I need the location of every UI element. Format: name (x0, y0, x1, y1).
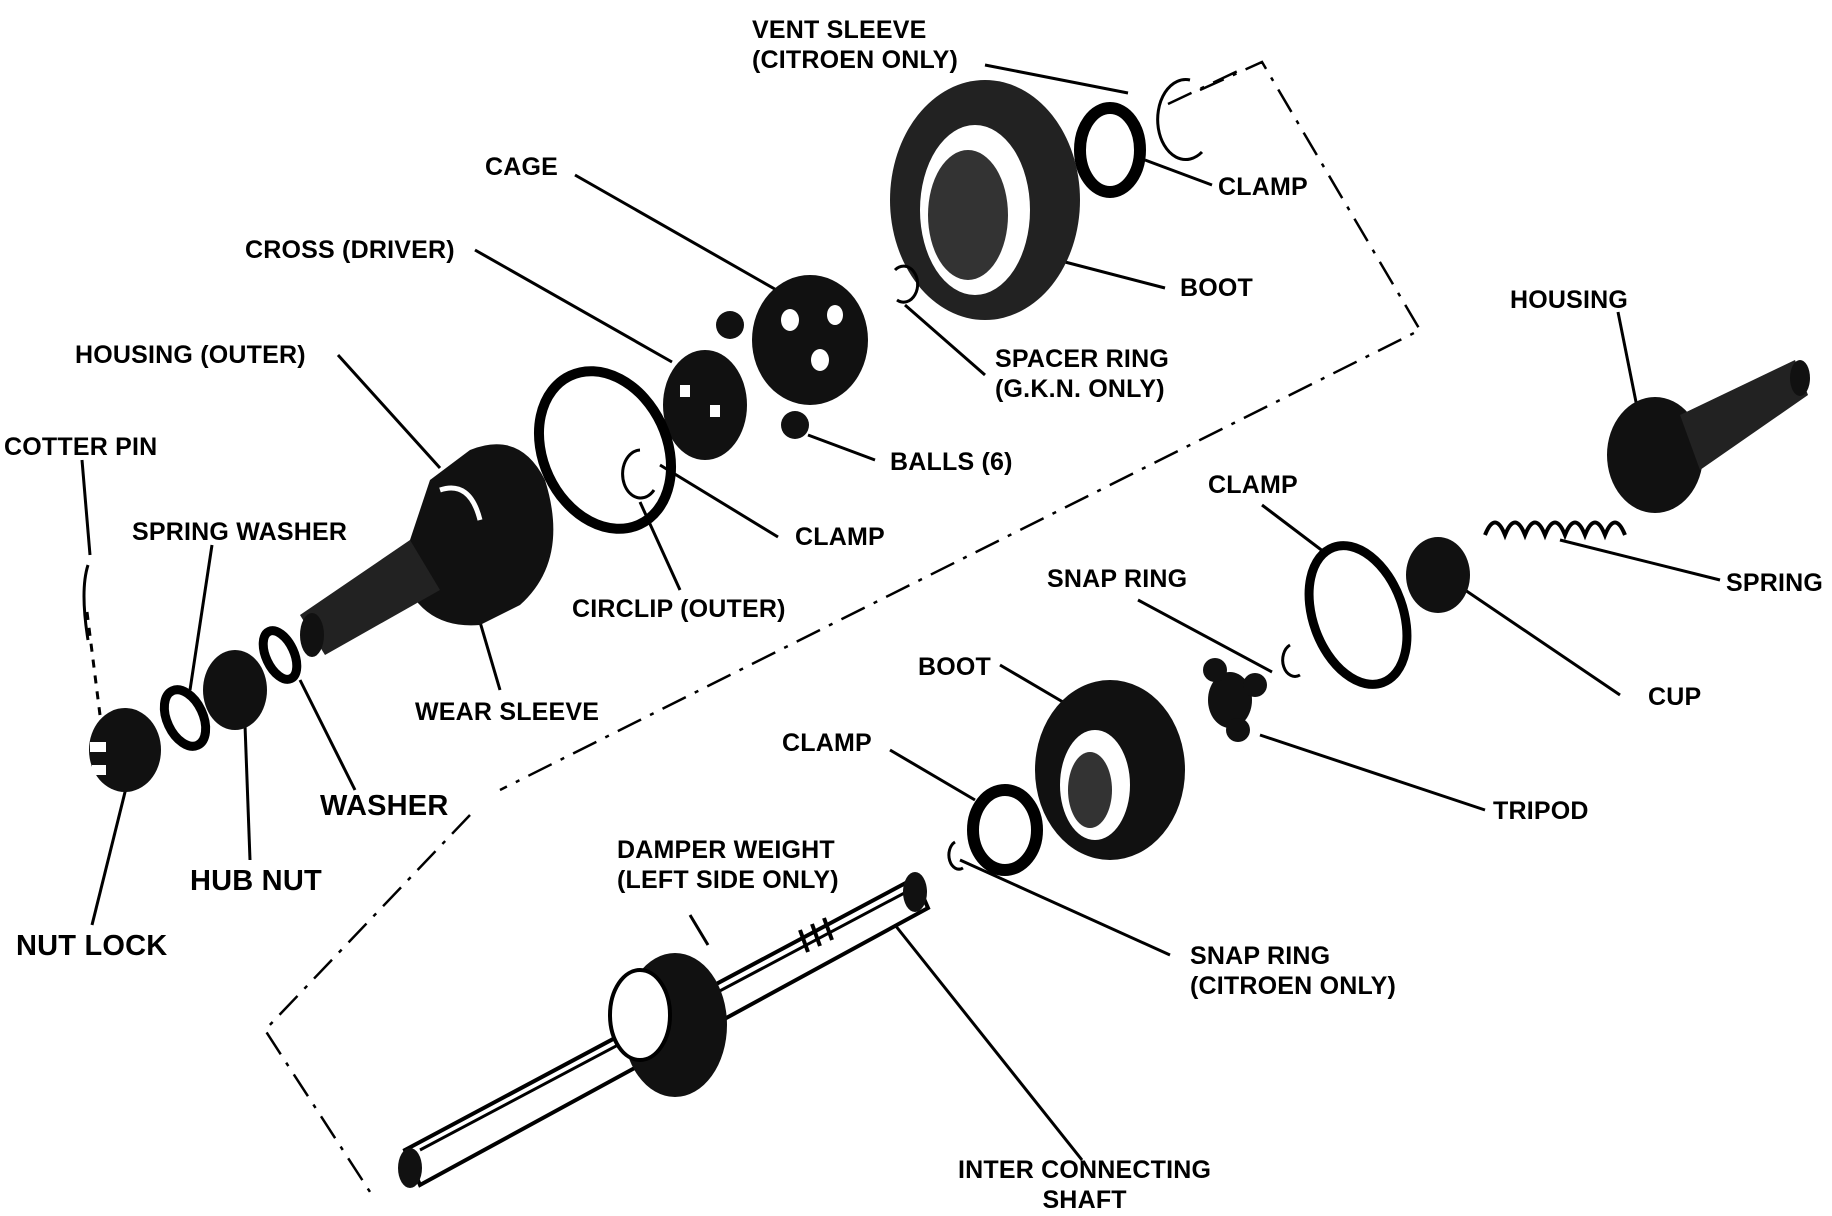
housing-outer-part (300, 444, 554, 657)
clamp-right-part (1304, 541, 1412, 689)
clamp-mid-part (533, 366, 677, 534)
boot-top-part (890, 80, 1080, 320)
leader-lines (80, 63, 1721, 1161)
cage-part (752, 275, 868, 405)
label-cup: CUP (1648, 683, 1702, 711)
ball-part (781, 411, 809, 439)
label-clamp-right: CLAMP (1208, 471, 1298, 499)
label-wear-sleeve: WEAR SLEEVE (415, 698, 600, 726)
label-cotter-pin: COTTER PIN (4, 433, 158, 461)
housing-right-part (1607, 360, 1810, 513)
label-housing-right: HOUSING (1510, 286, 1629, 314)
label-circlip-outer: CIRCLIP (OUTER) (572, 595, 786, 623)
label-clamp-mid: CLAMP (795, 523, 885, 551)
clamp-top-part (1074, 102, 1146, 198)
parts (82, 78, 1810, 1188)
vent-sleeve-part (1156, 78, 1204, 161)
label-balls: BALLS (6) (890, 448, 1013, 476)
label-spacer-ring: SPACER RING(G.K.N. ONLY) (995, 345, 1169, 403)
label-washer: WASHER (320, 790, 449, 822)
label-spring: SPRING (1726, 569, 1824, 597)
snap-ring-citroen-part (947, 840, 964, 871)
cotter-pin-part (82, 564, 90, 641)
cup-part (1406, 537, 1470, 613)
tripod-part (1203, 658, 1267, 742)
assembly-bracket-outlines (263, 60, 1422, 1196)
spring-part (1483, 520, 1627, 541)
hub-nut-part (203, 650, 267, 730)
label-housing-outer: HOUSING (OUTER) (75, 341, 306, 369)
label-tripod: TRIPOD (1493, 797, 1589, 825)
snap-ring-part (1281, 643, 1301, 678)
label-boot-top: BOOT (1180, 274, 1254, 302)
label-snap-ring: SNAP RING (1047, 565, 1188, 593)
damper-weight-part (608, 953, 727, 1097)
label-boot-lower: BOOT (918, 653, 992, 681)
circlip-outer-part (621, 448, 656, 500)
clamp-lower-part (967, 784, 1043, 876)
label-clamp-top: CLAMP (1218, 173, 1308, 201)
label-cross-driver: CROSS (DRIVER) (245, 236, 455, 264)
nut-lock-part (89, 708, 161, 792)
label-cage: CAGE (485, 153, 559, 181)
label-clamp-lower: CLAMP (782, 729, 872, 757)
label-nut-lock: NUT LOCK (16, 930, 168, 962)
label-spring-washer: SPRING WASHER (132, 518, 348, 546)
cross-driver-part (663, 350, 747, 460)
label-snap-ring-citroen: SNAP RING(CITROEN ONLY) (1190, 942, 1397, 1000)
spring-washer-part (159, 685, 211, 751)
boot-lower-part (1035, 680, 1185, 860)
ball-part (716, 311, 744, 339)
label-vent-sleeve: VENT SLEEVE(CITROEN ONLY) (752, 16, 959, 74)
washer-part (258, 626, 302, 684)
label-damper-weight: DAMPER WEIGHT(LEFT SIDE ONLY) (617, 836, 839, 894)
spacer-ring-part (893, 264, 920, 304)
label-hub-nut: HUB NUT (190, 865, 322, 897)
